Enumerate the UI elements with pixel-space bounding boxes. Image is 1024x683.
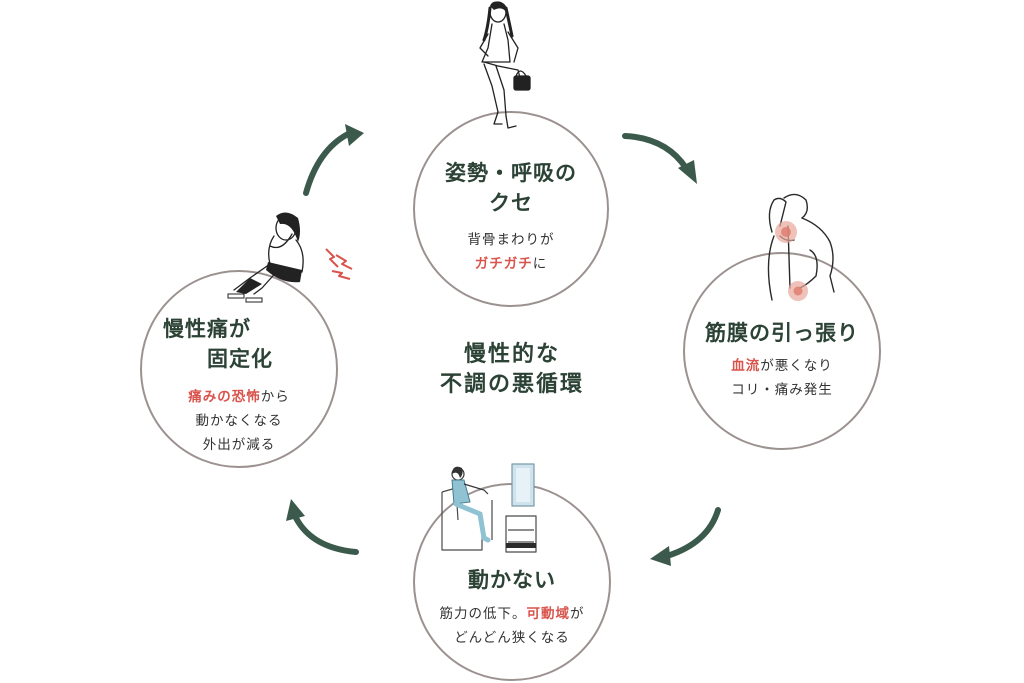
node-desc-fascia-line2: コリ・痛み発生 bbox=[731, 382, 833, 398]
node-circle-posture bbox=[413, 111, 609, 307]
node-desc-chronic-pain-line3: 外出が減る bbox=[202, 437, 276, 453]
node-desc-immobile-highlight: 可動域 bbox=[526, 606, 570, 622]
center-title-line1: 慢性的な bbox=[463, 342, 560, 367]
node-desc-chronic-pain-line1: 痛みの恐怖から bbox=[140, 385, 338, 409]
node-desc-fascia-line1: 血流が悪くなり bbox=[683, 354, 881, 378]
node-desc-fascia: 血流が悪くなり コリ・痛み発生 bbox=[683, 354, 881, 402]
back-pain-man-illustration bbox=[767, 193, 835, 301]
node-title-fascia: 筋膜の引っ張り bbox=[683, 318, 881, 348]
node-title-chronic-pain: 慢性痛が 固定化 bbox=[163, 314, 323, 374]
arrow-curved-top-left-icon bbox=[303, 124, 364, 196]
node-title-immobile-text: 動かない bbox=[468, 568, 556, 592]
node-desc-posture-line2: ガチガチに bbox=[413, 252, 609, 276]
node-desc-fascia-highlight: 血流 bbox=[731, 358, 761, 374]
node-desc-chronic-pain-rest: から bbox=[260, 389, 290, 405]
node-desc-chronic-pain: 痛みの恐怖から 動かなくなる 外出が減る bbox=[140, 385, 338, 457]
node-desc-chronic-pain-highlight: 痛みの恐怖 bbox=[188, 389, 261, 405]
arrow-curved-bottom-right-icon bbox=[650, 507, 721, 566]
node-desc-immobile-pre: 筋力の低下。 bbox=[439, 606, 527, 622]
arrow-curved-bottom-left-icon bbox=[286, 499, 359, 555]
node-desc-posture-suffix: に bbox=[532, 256, 548, 272]
node-circle-chronic-pain bbox=[140, 270, 338, 468]
node-desc-posture: 背骨まわりが ガチガチに bbox=[413, 228, 609, 276]
pain-spark-icon bbox=[325, 248, 353, 280]
crouching-person-illustration bbox=[227, 212, 304, 303]
node-desc-posture-line1: 背骨まわりが bbox=[467, 232, 555, 248]
arrow-curved-top-right-icon bbox=[622, 133, 697, 184]
node-title-posture: 姿勢・呼吸の クセ bbox=[413, 158, 609, 218]
node-title-posture-line1: 姿勢・呼吸の bbox=[445, 161, 577, 185]
center-title-line2: 不調の悪循環 bbox=[439, 372, 584, 397]
node-desc-immobile-post: が bbox=[570, 606, 585, 622]
node-desc-posture-highlight: ガチガチ bbox=[474, 256, 533, 272]
node-title-fascia-text: 筋膜の引っ張り bbox=[705, 321, 859, 345]
node-desc-chronic-pain-line2: 動かなくなる bbox=[195, 413, 283, 429]
node-desc-immobile-line2: どんどん狭くなる bbox=[454, 630, 570, 646]
node-title-chronic-pain-line1: 慢性痛が bbox=[163, 317, 251, 341]
node-desc-fascia-rest: が悪くなり bbox=[760, 358, 833, 374]
node-title-posture-line2: クセ bbox=[489, 191, 533, 215]
node-desc-immobile: 筋力の低下。可動域が どんどん狭くなる bbox=[413, 602, 611, 650]
woman-at-desk-illustration bbox=[441, 463, 537, 553]
sitting-woman-illustration bbox=[479, 1, 531, 129]
node-title-immobile: 動かない bbox=[413, 565, 611, 595]
node-circle-fascia bbox=[683, 252, 881, 450]
node-desc-immobile-line1: 筋力の低下。可動域が bbox=[413, 602, 611, 626]
center-title: 慢性的な 不調の悪循環 bbox=[422, 340, 602, 400]
node-title-chronic-pain-line2: 固定化 bbox=[207, 347, 273, 371]
